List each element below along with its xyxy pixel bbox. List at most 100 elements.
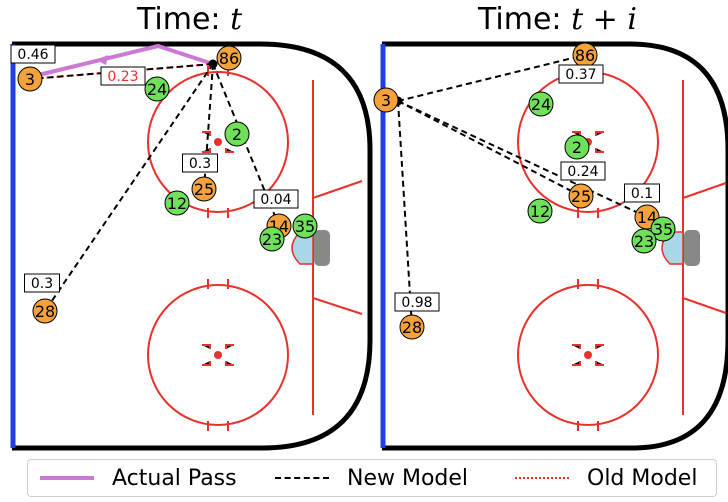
player-marker <box>399 314 425 340</box>
right-board-mark-top <box>682 182 727 199</box>
left-goal-net <box>314 230 330 266</box>
right-panel-title: Time: t + i <box>478 2 637 37</box>
right-player-86: 86 <box>572 42 598 68</box>
left-title-prefix: Time: <box>137 2 231 37</box>
probability-label-box <box>182 153 218 173</box>
player-number: 2 <box>572 138 582 157</box>
probability-value: 0.23 <box>107 69 138 85</box>
right-goal-net <box>684 230 700 266</box>
right-player-3: 3 <box>373 87 399 113</box>
left-player-86: 86 <box>216 45 242 71</box>
probability-value: 0.04 <box>260 192 291 208</box>
player-number: 35 <box>295 217 315 236</box>
right-player-28: 28 <box>399 314 425 340</box>
left-player-12: 12 <box>164 190 190 216</box>
legend-actual-pass-swatch <box>40 476 94 480</box>
player-marker <box>292 213 318 239</box>
player-number: 23 <box>634 232 654 251</box>
player-number: 86 <box>575 46 595 65</box>
probability-value: 0.3 <box>189 156 211 172</box>
left-player-14: 14 <box>266 213 292 239</box>
right-rink <box>380 41 728 451</box>
right-new-model-line-14 <box>397 100 648 218</box>
left-bottom-faceoff-circle <box>147 284 289 426</box>
player-marker <box>564 134 590 160</box>
player-marker <box>216 45 242 71</box>
player-marker <box>17 66 43 92</box>
probability-value: 0.1 <box>631 186 653 202</box>
right-probability-label: 0.1 <box>624 183 660 203</box>
left-player-3: 3 <box>17 66 43 92</box>
left-board-mark-bottom <box>312 297 363 315</box>
legend-old-model-label: Old Model <box>587 465 698 491</box>
probability-value: 0.98 <box>401 295 432 311</box>
right-probability-label: 0.98 <box>394 292 440 312</box>
player-number: 3 <box>381 91 391 110</box>
right-new-model-line-28 <box>397 100 413 328</box>
probability-value: 0.46 <box>17 47 48 63</box>
probability-value: 0.24 <box>567 164 598 180</box>
right-bottom-hashmarks <box>572 279 604 431</box>
player-marker <box>164 190 190 216</box>
left-player-2: 2 <box>224 121 250 147</box>
left-board-mark-top <box>312 180 363 199</box>
probability-value: 0.3 <box>31 276 53 292</box>
right-pass-lines <box>393 54 648 328</box>
player-number: 24 <box>147 80 167 99</box>
player-marker <box>144 76 170 102</box>
player-number: 3 <box>25 70 35 89</box>
right-probability-label: 0.24 <box>560 161 606 181</box>
left-bottom-hashmarks <box>202 279 234 431</box>
player-number: 12 <box>167 194 187 213</box>
player-number: 24 <box>531 95 551 114</box>
legend-old-model-swatch <box>515 477 569 479</box>
player-marker <box>650 216 676 242</box>
left-player-24: 24 <box>144 76 170 102</box>
right-player-35: 35 <box>650 216 676 242</box>
right-player-2: 2 <box>564 134 590 160</box>
probability-label-box <box>100 66 146 86</box>
left-pass-lines <box>29 43 280 312</box>
left-rink <box>10 41 373 451</box>
right-player-25: 25 <box>568 183 594 209</box>
left-actual-pass-arrowhead <box>96 55 108 65</box>
left-player-35: 35 <box>292 213 318 239</box>
legend-new-model-swatch <box>275 477 329 479</box>
player-number: 28 <box>35 302 55 321</box>
probability-label-box <box>10 44 56 64</box>
player-marker <box>259 226 285 252</box>
right-player-12: 12 <box>527 198 553 224</box>
left-panel-title: Time: t <box>137 2 242 37</box>
right-bottom-faceoff-dot <box>584 351 592 359</box>
legend-new-model-label: New Model <box>347 465 469 491</box>
right-bottom-faceoff-circle <box>517 284 659 426</box>
legend-actual-pass-label: Actual Pass <box>112 465 237 491</box>
probability-label-box <box>558 64 604 84</box>
probability-value: 0.37 <box>565 67 596 83</box>
left-top-faceoff-circle <box>147 71 289 213</box>
right-player-23: 23 <box>631 228 657 254</box>
player-number: 25 <box>571 187 591 206</box>
probability-label-box <box>253 189 299 209</box>
player-marker <box>373 87 399 113</box>
probability-label-box <box>560 161 606 181</box>
left-player-23: 23 <box>259 226 285 252</box>
left-probability-label: 0.23 <box>100 66 146 86</box>
left-probability-label: 0.04 <box>253 189 299 209</box>
left-new-model-line-28 <box>44 63 214 312</box>
player-marker <box>631 228 657 254</box>
probability-label-box <box>394 292 440 312</box>
right-probability-label: 0.37 <box>558 64 604 84</box>
player-marker <box>32 298 58 324</box>
right-rink-boards <box>382 41 728 451</box>
player-marker <box>528 91 554 117</box>
left-probability-labels: 0.46 0.23 0.3 0.04 0.3 <box>10 44 299 293</box>
player-marker <box>191 176 217 202</box>
player-marker <box>224 121 250 147</box>
left-actual-pass-line <box>29 43 214 79</box>
probability-label-box <box>624 183 660 203</box>
left-player-28: 28 <box>32 298 58 324</box>
probability-label-box <box>24 273 60 293</box>
